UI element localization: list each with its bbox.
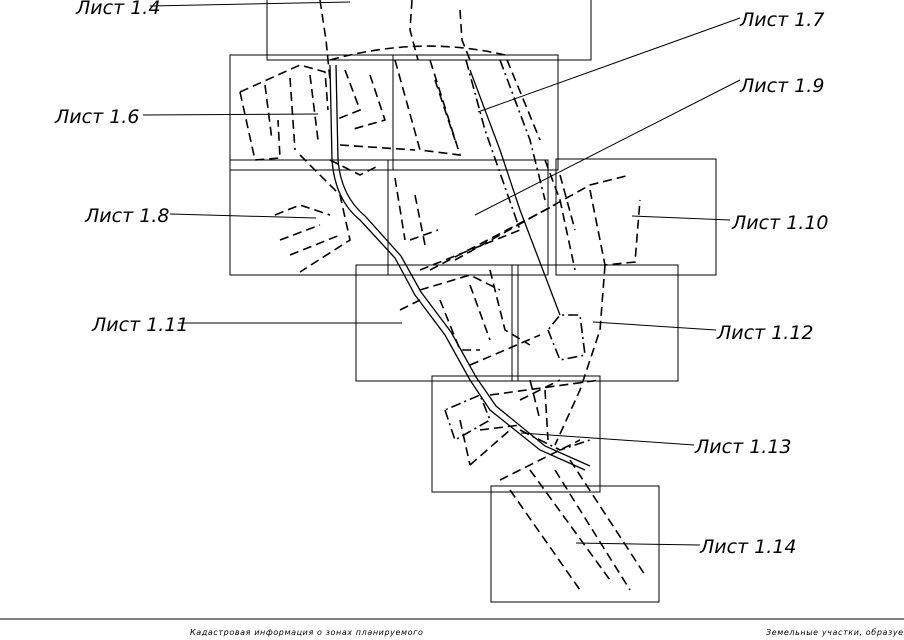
label-sheet-1-11: Лист 1.11 <box>91 314 189 336</box>
main-road <box>329 64 591 471</box>
frame-sheet-1-7 <box>392 54 559 171</box>
label-sheet-1-12: Лист 1.12 <box>716 322 814 344</box>
label-sheet-1-13: Лист 1.13 <box>694 436 792 458</box>
label-sheet-1-7: Лист 1.7 <box>739 9 824 31</box>
label-sheet-1-9: Лист 1.9 <box>739 75 824 97</box>
sheet-labels: Лист 1.4 Лист 1.6 Лист 1.7 Лист 1.8 Лист… <box>54 0 829 558</box>
frame-sheet-1-8 <box>229 159 549 276</box>
zone-boundaries <box>444 59 591 451</box>
label-sheet-1-10: Лист 1.10 <box>731 212 829 234</box>
frame-sheet-1-9 <box>387 159 549 276</box>
frame-sheet-1-12 <box>511 264 679 382</box>
frame-sheet-1-4 <box>266 0 592 61</box>
label-sheet-1-4: Лист 1.4 <box>75 0 160 19</box>
frame-sheet-1-13 <box>431 375 601 493</box>
label-sheet-1-8: Лист 1.8 <box>84 205 169 227</box>
label-sheet-1-14: Лист 1.14 <box>699 536 797 558</box>
frame-sheet-1-10 <box>555 158 717 276</box>
leader-lines <box>142 1 741 546</box>
footer-center-text: Кадастровая информация о зонах планируем… <box>190 628 424 637</box>
parcel-boundaries <box>239 0 646 591</box>
footer-right-text: Земельные участки, образуемые <box>766 628 904 637</box>
label-sheet-1-6: Лист 1.6 <box>54 106 139 128</box>
sheet-frames <box>229 0 717 603</box>
